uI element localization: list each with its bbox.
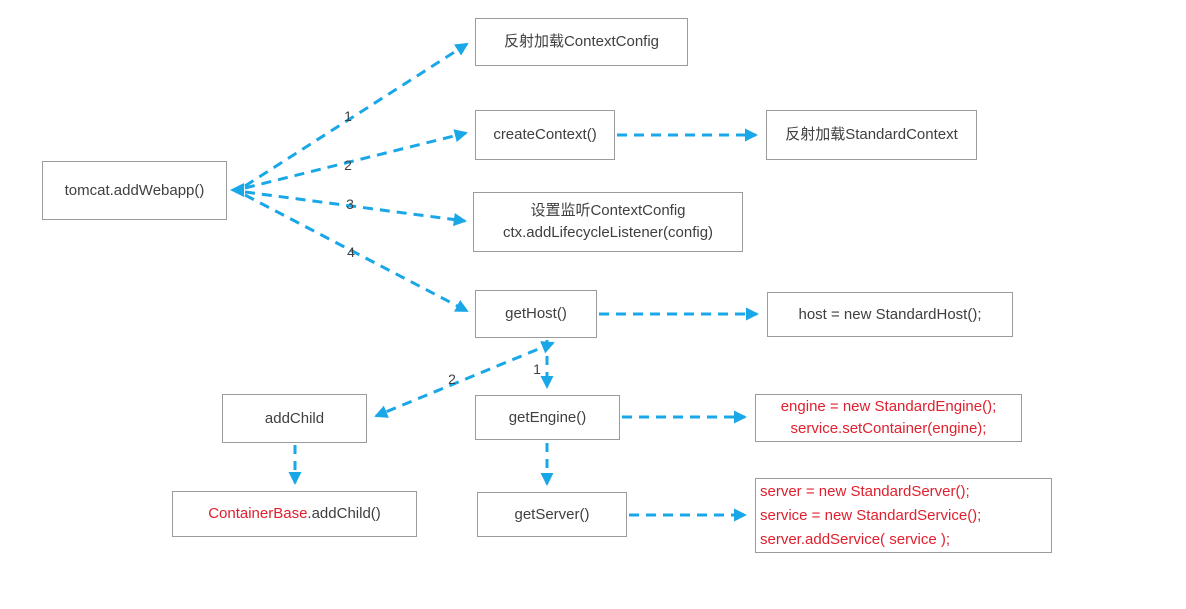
edge-label-host-to-engine: 1 — [533, 361, 541, 377]
node-label-line2: service = new StandardService(); — [760, 506, 982, 524]
node-label-red-part: ContainerBase — [208, 505, 308, 522]
edge-gethost-to-addchild — [374, 341, 555, 418]
node-label: addChild — [264, 409, 325, 427]
node-label: getHost() — [505, 305, 567, 322]
node-host-assignment: host = new StandardHost(); — [767, 292, 1013, 337]
node-label-line2: service.setContainer(engine); — [790, 420, 987, 437]
node-label: 反射加载StandardContext — [785, 126, 958, 143]
node-label-line3: server.addService( service ); — [760, 530, 951, 548]
node-addchild: addChild — [222, 394, 367, 443]
node-engine-assignment: engine = new StandardEngine(); service.s… — [755, 394, 1022, 442]
node-createcontext: createContext() — [475, 110, 615, 160]
edge-tomcat-to-reflect-contextconfig — [244, 42, 469, 188]
node-label-rest: .addChild() — [307, 505, 381, 522]
node-tomcat-addwebapp: tomcat.addWebapp() — [42, 161, 227, 220]
node-reflect-standardcontext: 反射加载StandardContext — [766, 110, 977, 160]
arrowhead-into-tomcat — [230, 183, 244, 197]
node-server-assignment: server = new StandardServer(); service =… — [755, 478, 1052, 553]
node-reflect-contextconfig: 反射加载ContextConfig — [475, 18, 688, 66]
edge-label-fan-4: 4 — [347, 244, 355, 260]
node-gethost: getHost() — [475, 290, 597, 338]
edge-tomcat-to-createcontext — [244, 129, 468, 190]
node-label-line1: server = new StandardServer(); — [760, 482, 970, 500]
node-label-line1: engine = new StandardEngine(); — [780, 398, 997, 415]
node-label: 反射加载ContextConfig — [503, 33, 660, 50]
node-set-listener: 设置监听ContextConfig ctx.addLifecycleListen… — [473, 192, 743, 252]
node-containerbase-addchild: ContainerBase.addChild() — [172, 491, 417, 537]
node-label: getEngine() — [508, 408, 587, 426]
node-label: getServer() — [514, 505, 590, 523]
node-label: tomcat.addWebapp() — [64, 181, 205, 199]
node-getserver: getServer() — [477, 492, 627, 537]
edge-label-fan-2: 2 — [344, 157, 352, 173]
edge-label-fan-3: 3 — [346, 196, 354, 212]
edge-tomcat-to-gethost — [244, 193, 469, 313]
edge-tomcat-to-set-listener — [244, 190, 467, 227]
edge-label-host-to-addchild: 2 — [448, 371, 456, 387]
node-label: ContainerBase.addChild() — [208, 503, 381, 525]
node-label-line1: 设置监听ContextConfig — [530, 202, 686, 219]
node-label-line2: ctx.addLifecycleListener(config) — [502, 224, 714, 241]
node-getengine: getEngine() — [475, 395, 620, 440]
node-label: createContext() — [493, 126, 597, 143]
node-label: host = new StandardHost(); — [798, 305, 982, 323]
edge-label-fan-1: 1 — [344, 108, 352, 124]
